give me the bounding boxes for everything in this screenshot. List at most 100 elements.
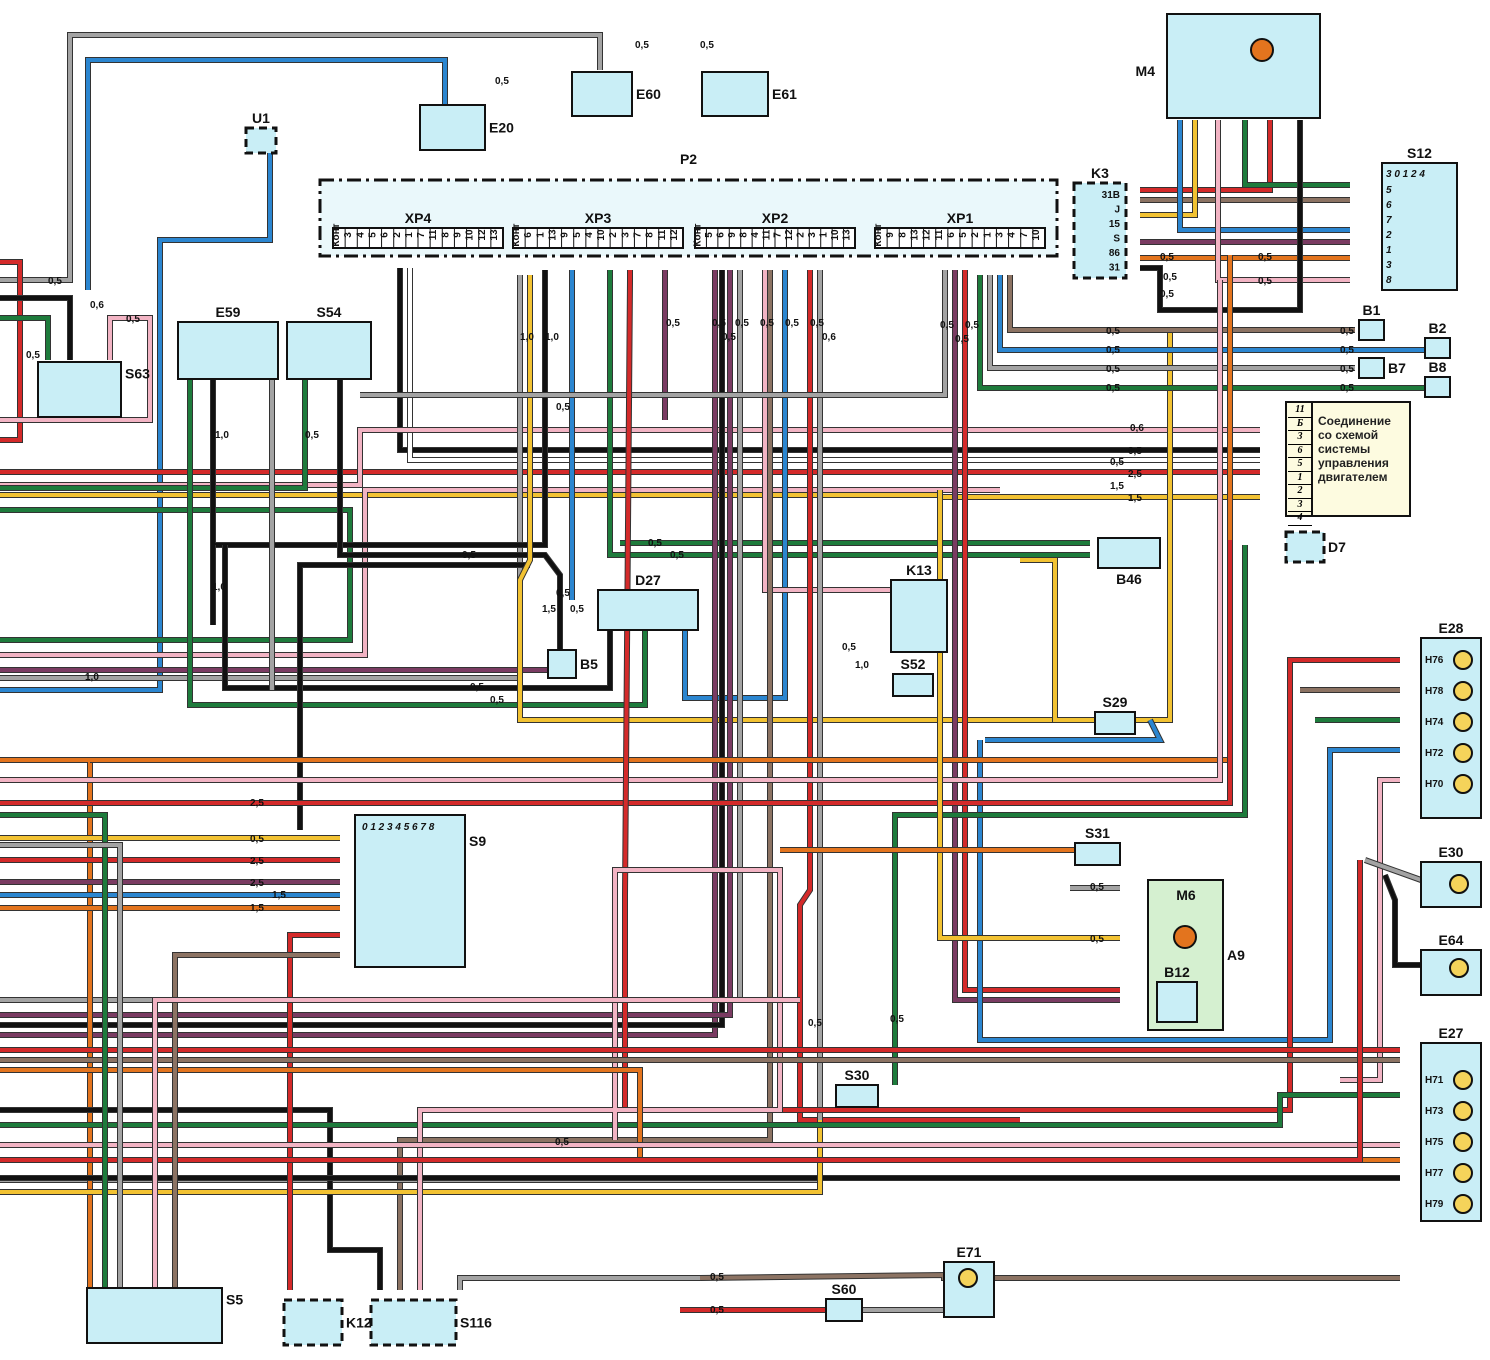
s12-pin: 1 [1386,245,1392,256]
component-label: XP1 [947,210,974,226]
wire-grey [1364,858,1422,882]
wire-gauge-label: 0,5 [462,550,476,561]
xp-pin: 7 [633,232,644,238]
xp-pin: 3 [807,232,818,238]
lamp-label: H71 [1425,1075,1444,1086]
xp-pin: 1 [404,232,415,238]
component-u1 [244,126,278,155]
xp-pin: 3 [620,232,631,238]
wire-outline [417,867,783,1290]
component-b1 [1358,319,1385,341]
wire-gauge-label: 0,5 [305,430,319,441]
s12-pin: 3 [1386,260,1392,271]
wire-red [963,270,1120,992]
component-e60 [571,71,633,117]
component-k13 [890,579,948,653]
xp-pin: 5 [368,232,379,238]
wire-white [408,268,1260,462]
wire-green [0,316,50,360]
xp-pin: 9 [453,232,464,238]
xp-pin: 9 [560,232,571,238]
wire-pink [1340,778,1400,1082]
component-label: S5 [226,1291,243,1307]
s9-positions: 0 1 2 3 4 5 6 7 8 [362,822,435,833]
engine-connection-pin: 1 [1288,472,1312,485]
wire-blue [0,150,272,692]
wire-gauge-label: 0,5 [670,550,684,561]
wire-green [893,545,1247,1085]
xp-pin: 4 [1007,232,1018,238]
wire-outline [1020,557,1100,723]
wire-gauge-label: 0,5 [890,1014,904,1025]
wire-outline [0,259,23,443]
component-label: B2 [1429,320,1447,336]
wire-gauge-label: 0,5 [1106,345,1120,356]
wire-gauge-label: 0,5 [1163,272,1177,283]
engine-connection-pin: 3 [1288,431,1312,445]
xp-pin: 6 [523,232,534,238]
k3-pin: S [1113,234,1120,245]
wire-grey [0,33,602,282]
wire-black [298,563,530,830]
lamp-label: H79 [1425,1199,1444,1210]
wire-gauge-label: 1,5 [250,903,264,914]
xp-pin: 11 [761,229,772,240]
xp-pin: 2 [608,232,619,238]
component-label: S9 [469,833,486,849]
xp-pin: 13 [841,229,852,241]
engine-connection-pin: 2 [1288,485,1312,499]
wire-gauge-label: 2,5 [250,798,264,809]
lamp-icon [1453,774,1473,794]
wire-gauge-label: 0,5 [760,318,774,329]
xp-pin: Конт [511,223,522,246]
component-b8 [1424,376,1451,398]
component-label: K13 [906,562,932,578]
component-s5 [86,1287,223,1344]
wire-gauge-label: 0,5 [940,320,954,331]
xp-pin: 8 [897,232,908,238]
wire-gauge-label: 1,0 [212,582,226,593]
wire-yellow [1020,558,1100,722]
lamp-label: H78 [1425,686,1444,697]
wire-green [608,270,1090,557]
wire-pink [0,316,152,422]
wire-gauge-label: 0,5 [1106,383,1120,394]
wire-gauge-label: 1,5 [542,604,556,615]
lamp-icon [1453,743,1473,763]
engine-connection-note: Соединение со схемой системы управления … [1318,414,1391,484]
wire-outline [1140,120,1273,193]
k3-pin: 15 [1109,219,1121,230]
wire-outline [360,270,948,398]
wire-pink [0,280,1222,782]
wire-gauge-label: 2,5 [1128,469,1142,480]
wire-gauge-label: 0,5 [842,642,856,653]
wire-outline [210,270,548,548]
lamp-label: H76 [1425,655,1444,666]
wire-gauge-label: 0,5 [1110,457,1124,468]
xp-pin: 7 [773,232,784,238]
wire-yellow [1140,120,1197,217]
wire-gauge-label: 0,5 [570,604,584,615]
xp-pin: 6 [380,232,391,238]
wire-grey [0,843,122,1290]
wire-black [1140,120,1302,312]
wire-grey [360,270,947,397]
lamp-icon [1453,1132,1473,1152]
component-label: M4 [1136,63,1156,79]
wire-grey [458,1276,700,1290]
component-label: S29 [1103,694,1128,710]
xp-pin: 5 [572,232,583,238]
wires [0,32,1430,1313]
wire-black [398,268,1260,452]
wire-blue [86,58,447,290]
component-label: U1 [252,110,270,126]
component-label: S12 [1407,145,1432,161]
wire-violet [953,270,1120,1002]
wire-gauge-label: 0,5 [1106,364,1120,375]
wire-pink [153,998,800,1290]
component-s60 [825,1298,863,1322]
wire-gauge-label: 0,5 [1340,383,1354,394]
